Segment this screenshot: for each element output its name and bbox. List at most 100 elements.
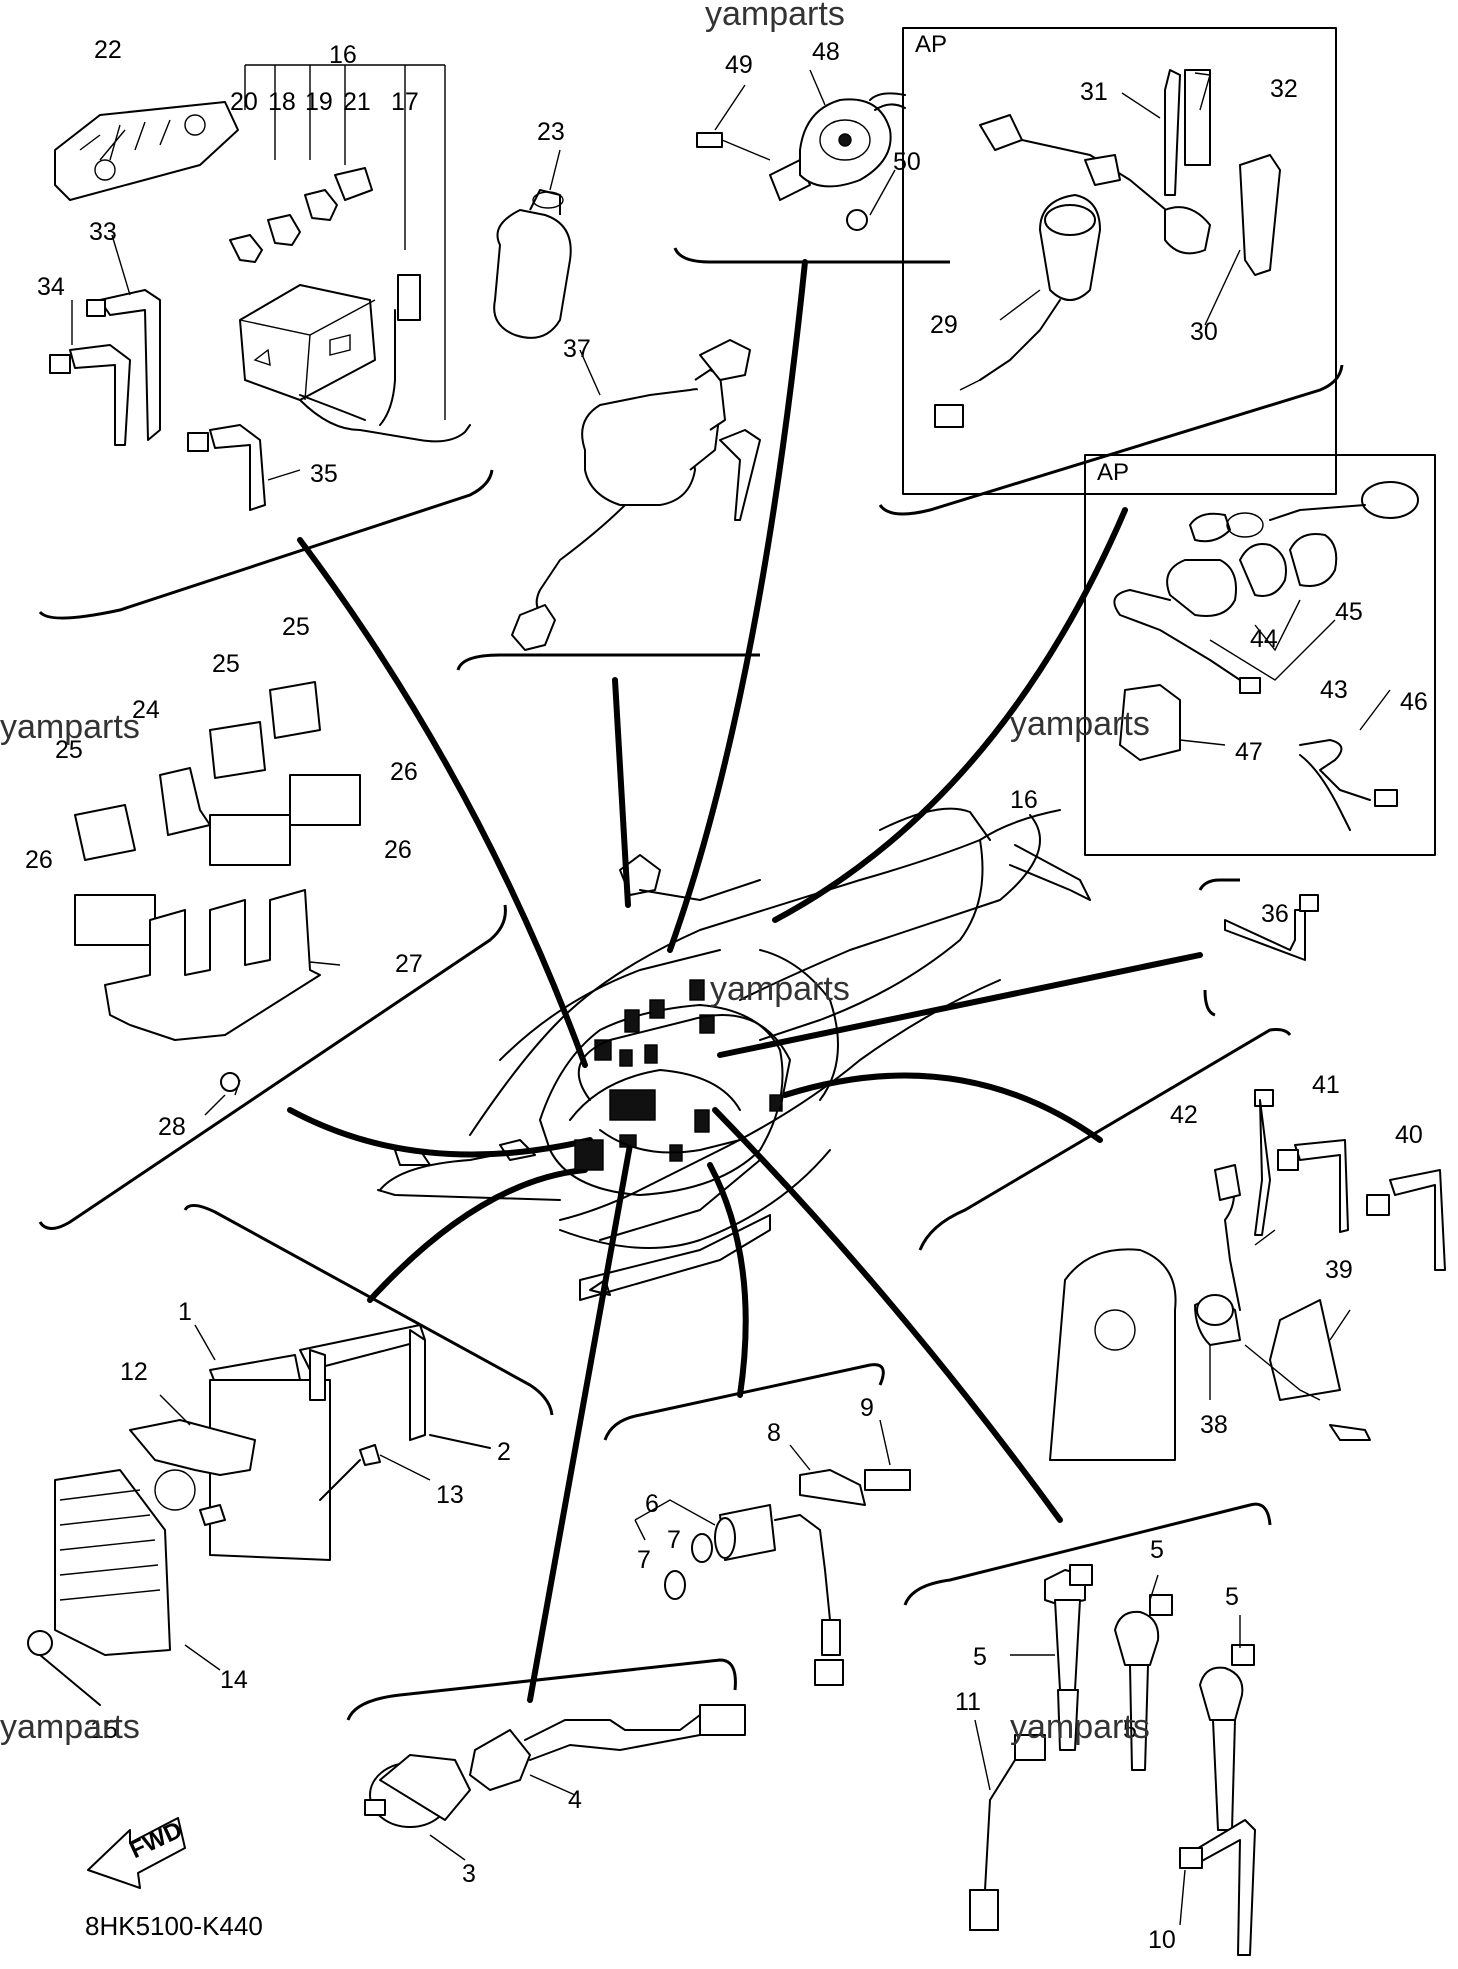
- callout-21: 21: [343, 88, 371, 116]
- ap-label-top: AP: [915, 31, 947, 58]
- watermark-right: yamparts: [1010, 705, 1150, 743]
- callout-16: 16: [329, 41, 357, 69]
- watermark-left: yamparts: [0, 708, 140, 746]
- center-harness-connectors: [574, 979, 791, 1171]
- callout-18: 18: [268, 88, 296, 116]
- watermark-center: yamparts: [710, 970, 850, 1008]
- callout-13: 13: [436, 1481, 464, 1509]
- ap-frame-lower: [1084, 454, 1436, 856]
- callout-9: 9: [860, 1394, 874, 1422]
- callout-26-a: 26: [390, 758, 418, 786]
- callout-5-b: 5: [1225, 1583, 1239, 1611]
- callout-26-c: 26: [25, 846, 53, 874]
- callout-32: 32: [1270, 75, 1298, 103]
- callout-4: 4: [568, 1786, 582, 1814]
- callout-49: 49: [725, 51, 753, 79]
- band-40-42: [1254, 1089, 1446, 1271]
- callout-12: 12: [120, 1358, 148, 1386]
- callout-17: 17: [391, 88, 419, 116]
- callout-1: 1: [178, 1298, 192, 1326]
- callout-3: 3: [462, 1860, 476, 1888]
- band-35: [187, 424, 266, 511]
- callout-31: 31: [1080, 78, 1108, 106]
- watermark-bottom-right: yamparts: [1010, 1708, 1150, 1746]
- callout-11: 11: [955, 1688, 981, 1716]
- leader-lines: [287, 259, 1203, 1703]
- callout-7-a: 7: [667, 1526, 681, 1554]
- cdi-group: [27, 1324, 491, 1706]
- bracket-38-39: [1049, 1164, 1371, 1461]
- callout-16-center: 16: [1010, 786, 1038, 814]
- ap-frame-top: [902, 27, 1337, 495]
- band-36: [1224, 894, 1319, 961]
- callout-35: 35: [310, 460, 338, 488]
- sensor-11: [969, 1719, 1046, 1931]
- main-switch-37: [511, 339, 761, 651]
- ap-top-group: [934, 69, 1281, 428]
- callout-39: 39: [1325, 1256, 1353, 1284]
- callout-23: 23: [537, 118, 565, 146]
- band-10: [1179, 1819, 1256, 1956]
- callout-5-d: 5: [1123, 1716, 1137, 1744]
- callout-8: 8: [767, 1419, 781, 1447]
- callout-46: 46: [1400, 688, 1428, 716]
- fwd-arrow: FWD: [87, 1816, 187, 1889]
- watermark-bottom-left: yamparts: [0, 1708, 140, 1746]
- callout-50: 50: [893, 148, 921, 176]
- callout-26-b: 26: [384, 836, 412, 864]
- callout-labels: 22 16 20 18 19 21 17 33 34 35 23 37 49 4…: [25, 36, 1428, 1954]
- callout-45: 45: [1335, 598, 1363, 626]
- callout-5-a: 5: [1150, 1536, 1164, 1564]
- callout-33: 33: [89, 218, 117, 246]
- lead-4: [469, 1704, 746, 1796]
- callout-10: 10: [1148, 1926, 1176, 1954]
- label-plate-22: [54, 101, 239, 201]
- callout-24: 24: [132, 696, 160, 724]
- callout-25-c: 25: [55, 736, 83, 764]
- callout-14: 14: [220, 1666, 248, 1694]
- sensor-6-group: [634, 1419, 911, 1686]
- fuse-box-group: [49, 64, 471, 511]
- callout-41: 41: [1312, 1071, 1340, 1099]
- ap-lower-group: [1113, 481, 1419, 831]
- callout-42: 42: [1170, 1101, 1198, 1129]
- ap-label-lower: AP: [1097, 459, 1129, 486]
- watermarks: yamparts yamparts yamparts yamparts yamp…: [0, 0, 1150, 1746]
- callout-15: 15: [90, 1716, 118, 1744]
- callout-22: 22: [94, 36, 122, 64]
- callout-36: 36: [1261, 900, 1289, 928]
- callout-25-b: 25: [212, 650, 240, 678]
- relays-group: [74, 681, 361, 1116]
- callout-30: 30: [1190, 318, 1218, 346]
- callout-28: 28: [158, 1113, 186, 1141]
- watercraft-hull: [377, 807, 1091, 1301]
- sensor-48-group: [696, 69, 906, 231]
- bottle-23: [493, 149, 572, 339]
- callout-7-b: 7: [637, 1546, 651, 1574]
- callout-6: 6: [645, 1490, 659, 1518]
- callout-43: 43: [1320, 676, 1348, 704]
- callout-29: 29: [930, 311, 958, 339]
- callout-2: 2: [497, 1438, 511, 1466]
- callout-47: 47: [1235, 738, 1263, 766]
- band-33: [86, 289, 161, 441]
- callout-19: 19: [305, 88, 333, 116]
- band-34: [49, 344, 131, 446]
- fuse-box-body: [239, 274, 471, 443]
- callout-25-a: 25: [282, 613, 310, 641]
- fuses: [229, 167, 373, 263]
- callout-27: 27: [395, 950, 423, 978]
- sensors-5-group: [1010, 1564, 1255, 1831]
- callout-38: 38: [1200, 1411, 1228, 1439]
- callout-44: 44: [1250, 625, 1278, 653]
- watermark-top: yamparts: [705, 0, 845, 33]
- callout-48: 48: [812, 38, 840, 66]
- diagram-code: 8HK5100-K440: [85, 1911, 263, 1941]
- callout-20: 20: [230, 88, 258, 116]
- pressure-switch-3: [364, 1754, 471, 1861]
- callout-40: 40: [1395, 1121, 1423, 1149]
- callout-34: 34: [37, 273, 65, 301]
- callout-37: 37: [563, 335, 591, 363]
- callout-5-c: 5: [973, 1643, 987, 1671]
